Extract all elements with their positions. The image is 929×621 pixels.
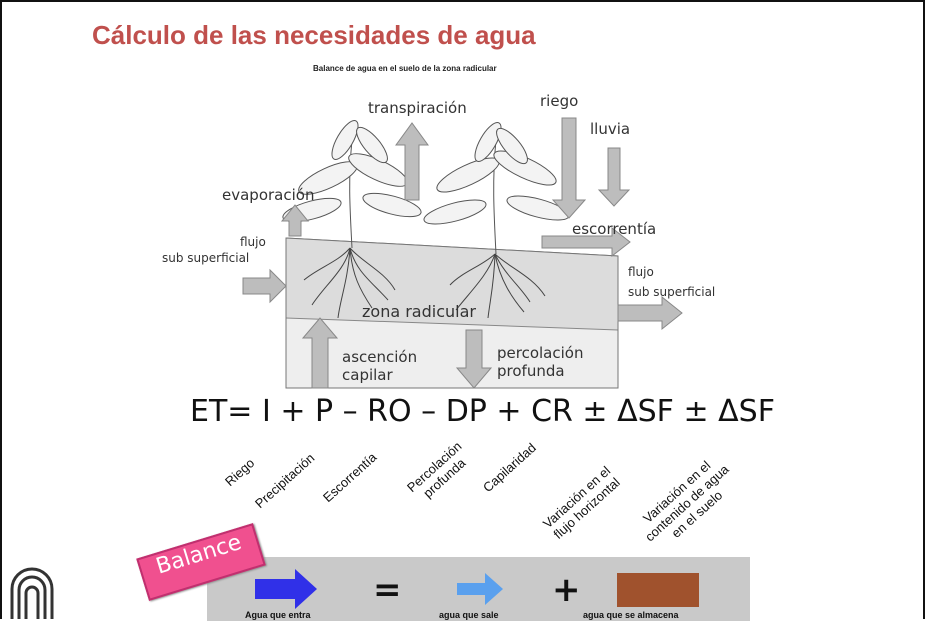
label-agua-entra: Agua que entra: [245, 610, 311, 620]
balance-legend-bar: = + Agua que entra agua que sale agua qu…: [207, 557, 750, 621]
deep-percolation-arrow: [455, 329, 493, 389]
label-subsurface-out-1: flujo: [628, 265, 654, 279]
label-subsurface-in-2: sub superficial: [162, 251, 249, 265]
plant-left: [282, 120, 422, 249]
subsurface-outflow-arrow: [617, 295, 683, 331]
plus-sign: +: [552, 570, 581, 610]
diagram-subtitle: Balance de agua en el suelo de la zona r…: [313, 64, 497, 73]
root-zone-boundary: [285, 317, 619, 331]
label-capillary-2: capilar: [342, 366, 393, 384]
label-irrigation: riego: [540, 92, 578, 110]
label-percolation-2: profunda: [497, 362, 565, 380]
label-capillary-1: ascención: [342, 348, 417, 366]
irrigation-arrow: [551, 117, 587, 219]
plant-right: [423, 122, 570, 255]
runoff-arrow: [541, 226, 631, 258]
label-evaporation: evaporación: [222, 186, 314, 204]
storage-block-symbol: [617, 573, 699, 607]
capillary-rise-arrow: [301, 317, 339, 389]
label-percolation-1: percolación: [497, 344, 583, 362]
roots: [303, 247, 546, 319]
label-root-zone: zona radicular: [362, 302, 476, 321]
slide-title: Cálculo de las necesidades de agua: [92, 20, 536, 50]
inflow-arrow-symbol: [255, 569, 317, 609]
balance-symbols: = +: [255, 569, 699, 610]
water-balance-equation: ET= I + P – RO – DP + CR ± ΔSF ± ΔSF: [190, 394, 775, 429]
outflow-arrow-symbol: [457, 573, 503, 605]
equals-sign: =: [373, 570, 402, 610]
label-rain: lluvia: [590, 120, 630, 138]
soil-block: [285, 237, 619, 389]
label-runoff: escorrentía: [572, 220, 656, 238]
label-transpiration: transpiración: [368, 99, 467, 117]
logo-arch-icon: [10, 567, 54, 619]
evaporation-arrow: [280, 204, 310, 237]
subsurface-inflow-arrow: [242, 268, 287, 304]
label-subsurface-out-2: sub superficial: [628, 285, 715, 299]
water-balance-diagram: transpiración riego lluvia evaporación e…: [162, 92, 715, 389]
label-subsurface-in-1: flujo: [240, 235, 266, 249]
label-agua-sale: agua que sale: [439, 610, 499, 620]
label-agua-almacena: agua que se almacena: [583, 610, 679, 620]
rain-arrow: [597, 147, 631, 207]
transpiration-arrow: [395, 122, 429, 201]
